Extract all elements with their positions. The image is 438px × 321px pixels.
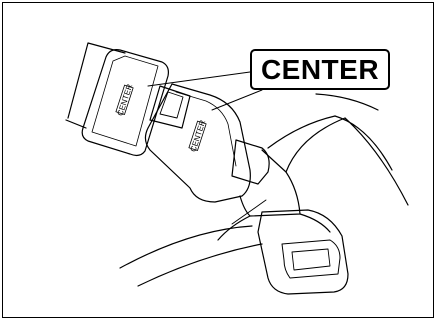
tongue-plate	[81, 49, 169, 157]
buckle-body	[144, 83, 251, 203]
buckle-lower-stalk	[257, 209, 349, 295]
leader-line-tongue	[147, 71, 251, 87]
leader-line-buckle	[211, 89, 263, 111]
buckle-button	[231, 139, 270, 185]
center-callout: CENTER	[250, 49, 390, 90]
tongue-latch	[149, 85, 191, 129]
buckle-stalk	[239, 149, 301, 217]
belt-webbing	[65, 42, 126, 129]
buckle-center-label: CENTER	[189, 119, 208, 153]
tongue-center-label: CENTER	[116, 83, 135, 117]
